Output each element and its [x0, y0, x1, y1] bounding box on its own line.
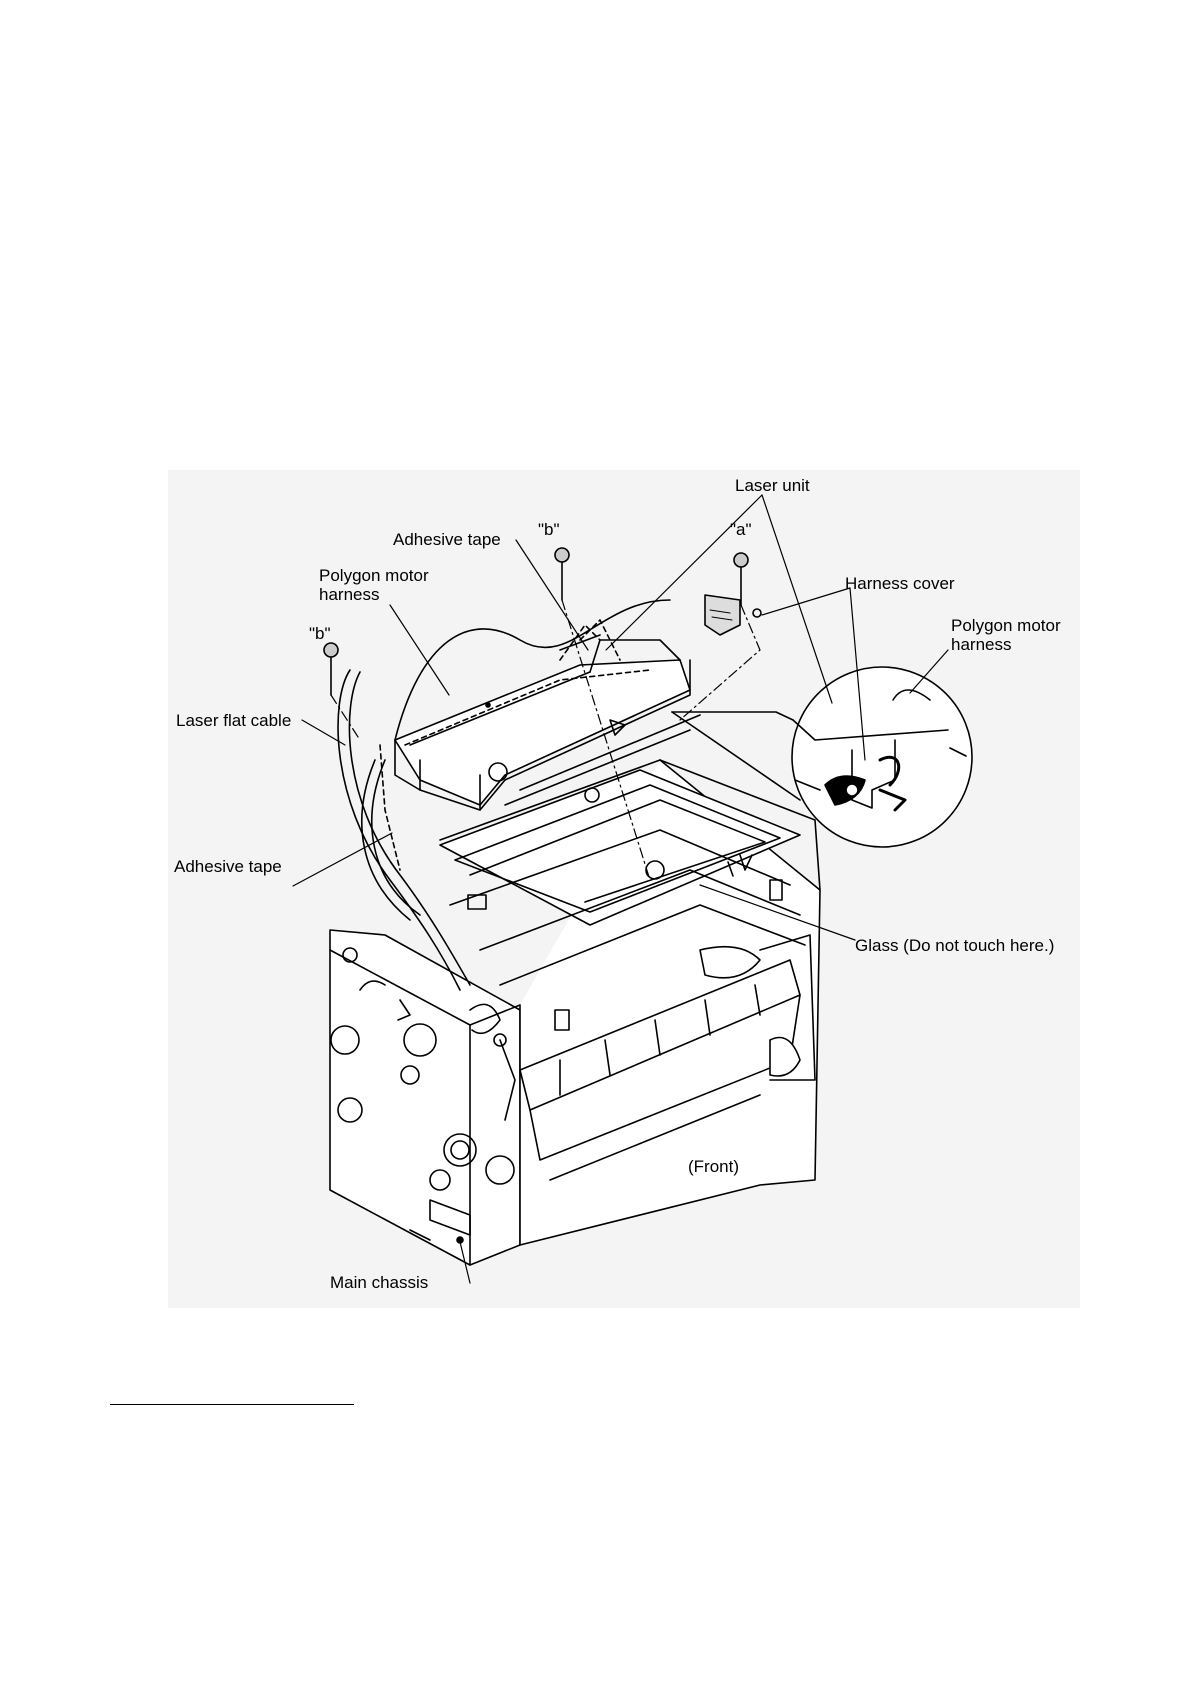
- label-screw-b-center: "b": [538, 520, 560, 539]
- screw-b-left-drawing: [324, 643, 338, 695]
- label-harness-cover: Harness cover: [845, 574, 955, 593]
- label-screw-a: "a": [730, 520, 752, 539]
- printer-body-drawing: [330, 760, 820, 1265]
- label-polygon-motor-harness-right-line1: Polygon motor: [951, 616, 1061, 635]
- label-screw-b-left: "b": [309, 624, 331, 643]
- screw-a-drawing: [734, 553, 748, 605]
- label-polygon-motor-harness-right: Polygon motor harness: [951, 616, 1061, 654]
- label-glass: Glass (Do not touch here.): [855, 936, 1054, 955]
- label-laser-flat-cable: Laser flat cable: [176, 711, 291, 730]
- label-front: (Front): [688, 1157, 739, 1176]
- harness-cover-drawing: [705, 595, 761, 635]
- screw-b-center-drawing: [555, 548, 569, 600]
- label-polygon-motor-harness-left: Polygon motor harness: [319, 566, 429, 604]
- label-main-chassis: Main chassis: [330, 1273, 428, 1292]
- label-polygon-motor-harness-left-line1: Polygon motor: [319, 566, 429, 585]
- footnote-separator: [110, 1404, 354, 1405]
- screw-b-left-path: [331, 695, 360, 740]
- label-adhesive-tape-left: Adhesive tape: [174, 857, 282, 876]
- label-polygon-motor-harness-right-line2: harness: [951, 635, 1061, 654]
- label-adhesive-tape-top: Adhesive tape: [393, 530, 501, 549]
- label-laser-unit: Laser unit: [735, 476, 810, 495]
- label-polygon-motor-harness-left-line2: harness: [319, 585, 429, 604]
